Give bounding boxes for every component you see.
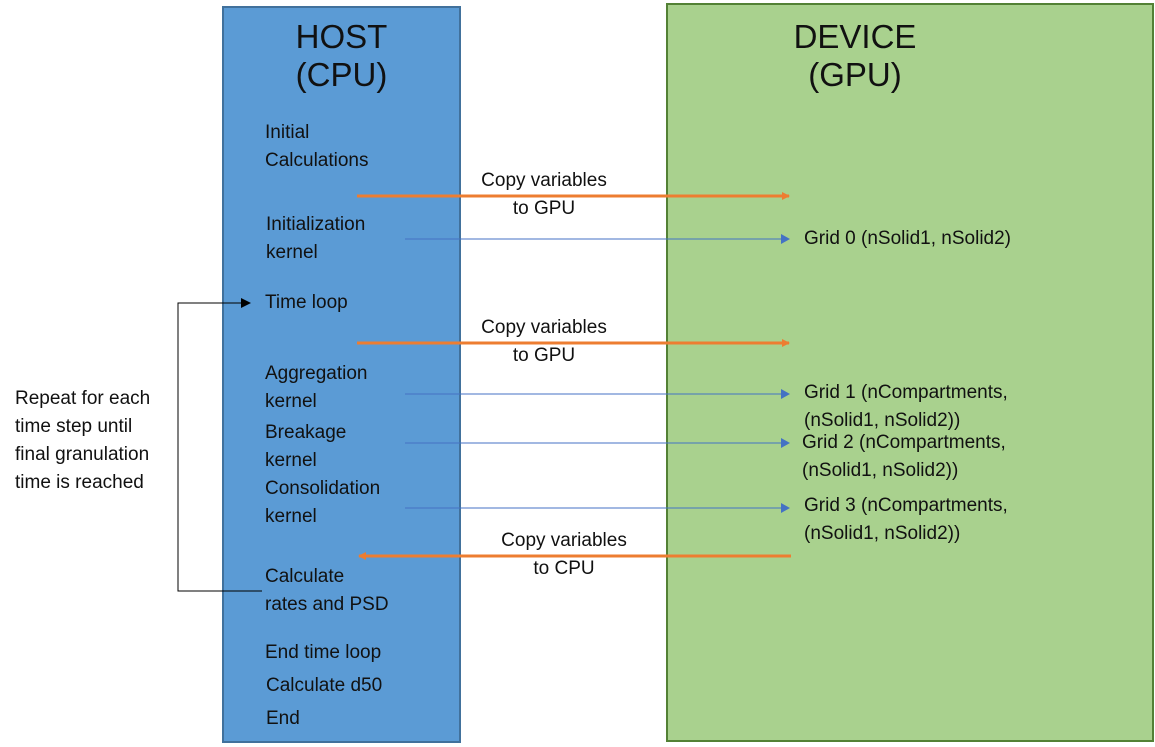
grid-0-label: Grid 0 (nSolid1, nSolid2) — [804, 228, 1011, 249]
host-title: HOST (CPU) — [295, 18, 388, 93]
grid-2-label: Grid 2 (nCompartments, (nSolid1, nSolid2… — [802, 432, 1006, 481]
step-calculate-d50: Calculate d50 — [266, 675, 383, 696]
grid-3-label: Grid 3 (nCompartments, (nSolid1, nSolid2… — [804, 495, 1008, 544]
step-end: End — [266, 708, 300, 729]
step-initial-calculations: Initial Calculations — [265, 122, 369, 171]
device-title: DEVICE (GPU) — [793, 18, 917, 93]
loop-note: Repeat for each time step until final gr… — [15, 388, 151, 493]
grid-1-label: Grid 1 (nCompartments, (nSolid1, nSolid2… — [804, 382, 1008, 431]
step-consolidation-kernel: Consolidation kernel — [265, 478, 381, 527]
copy-to-gpu-label-2: Copy variables to GPU — [481, 317, 607, 366]
step-end-time-loop: End time loop — [265, 642, 382, 663]
copy-to-cpu-label: Copy variables to CPU — [501, 530, 627, 579]
time-loop-arrow — [177, 298, 262, 592]
device-panel — [666, 3, 1154, 742]
step-breakage-kernel: Breakage kernel — [265, 422, 347, 471]
step-initialization-kernel: Initialization kernel — [266, 214, 366, 263]
copy-to-gpu-label-1: Copy variables to GPU — [481, 170, 607, 219]
step-time-loop: Time loop — [265, 292, 348, 313]
host-panel — [222, 6, 461, 743]
step-aggregation-kernel: Aggregation kernel — [265, 363, 368, 412]
step-calculate-rates: Calculate rates and PSD — [265, 566, 389, 615]
